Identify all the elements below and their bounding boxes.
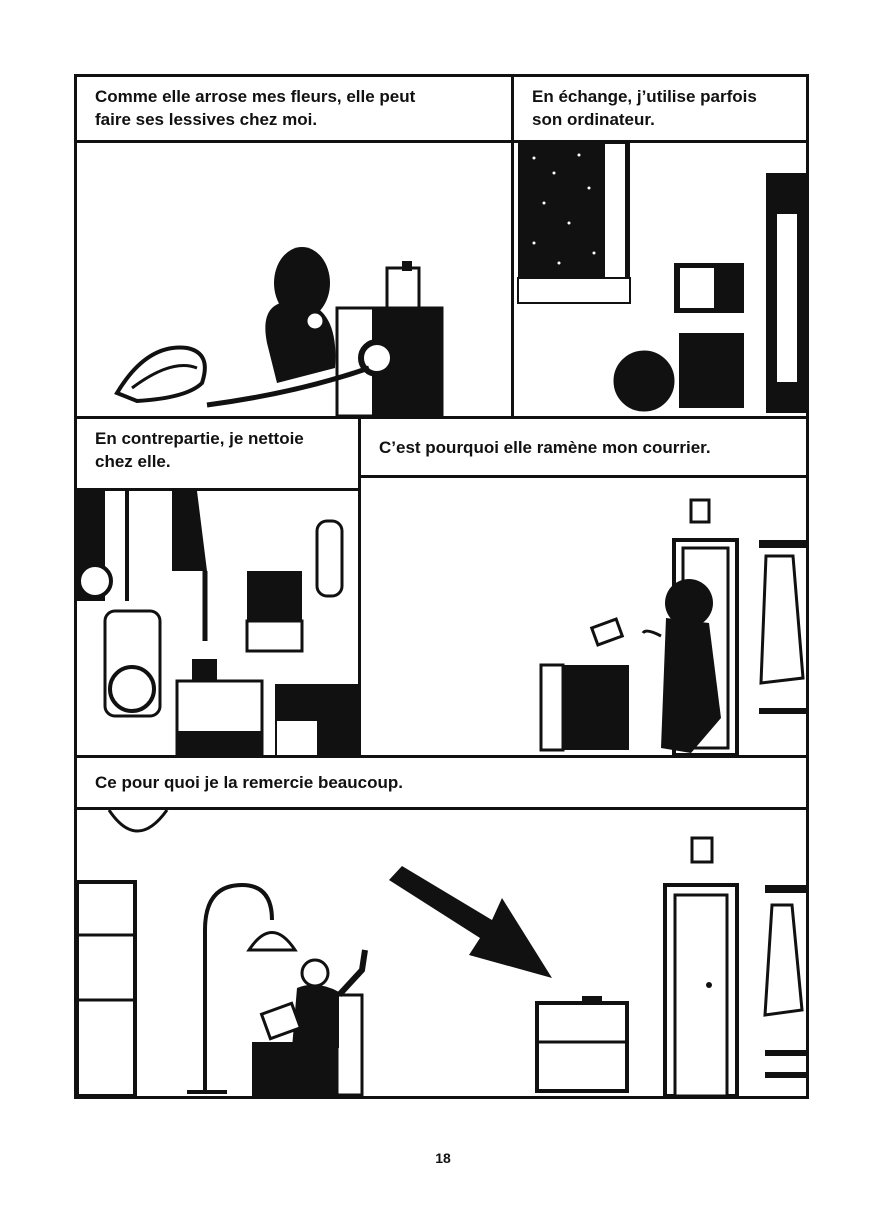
panel-mail: C’est pourquoi elle ramène mon courrier. (358, 416, 809, 758)
laundry-illustration (77, 143, 511, 416)
panel-thanks: Ce pour quoi je la remercie beaucoup. (74, 755, 809, 1099)
caption-line: C’est pourquoi elle ramène mon courrier. (379, 438, 711, 457)
computer-illustration (514, 143, 806, 416)
caption-computer: En échange, j’utilise parfois son ordina… (514, 77, 806, 143)
panel-laundry: Comme elle arrose mes fleurs, elle peut … (74, 74, 514, 419)
page-number: 18 (435, 1150, 451, 1166)
caption-line: En échange, j’utilise parfois (532, 87, 757, 106)
caption-thanks: Ce pour quoi je la remercie beaucoup. (77, 758, 806, 810)
panel-cleaning: En contrepartie, je nettoie chez elle. (74, 416, 361, 758)
mail-illustration (361, 478, 806, 755)
caption-line: En contrepartie, je nettoie (95, 429, 304, 448)
panel-computer: En échange, j’utilise parfois son ordina… (511, 74, 809, 419)
cleaning-illustration (77, 491, 358, 755)
thanks-illustration (77, 810, 806, 1096)
caption-line: Comme elle arrose mes fleurs, elle peut (95, 87, 416, 106)
caption-line: son ordinateur. (532, 110, 655, 129)
caption-mail: C’est pourquoi elle ramène mon courrier. (361, 419, 806, 478)
caption-cleaning: En contrepartie, je nettoie chez elle. (77, 419, 358, 491)
caption-laundry: Comme elle arrose mes fleurs, elle peut … (77, 77, 511, 143)
caption-line: Ce pour quoi je la remercie beaucoup. (95, 773, 403, 792)
caption-line: chez elle. (95, 452, 171, 471)
caption-line: faire ses lessives chez moi. (95, 110, 318, 129)
